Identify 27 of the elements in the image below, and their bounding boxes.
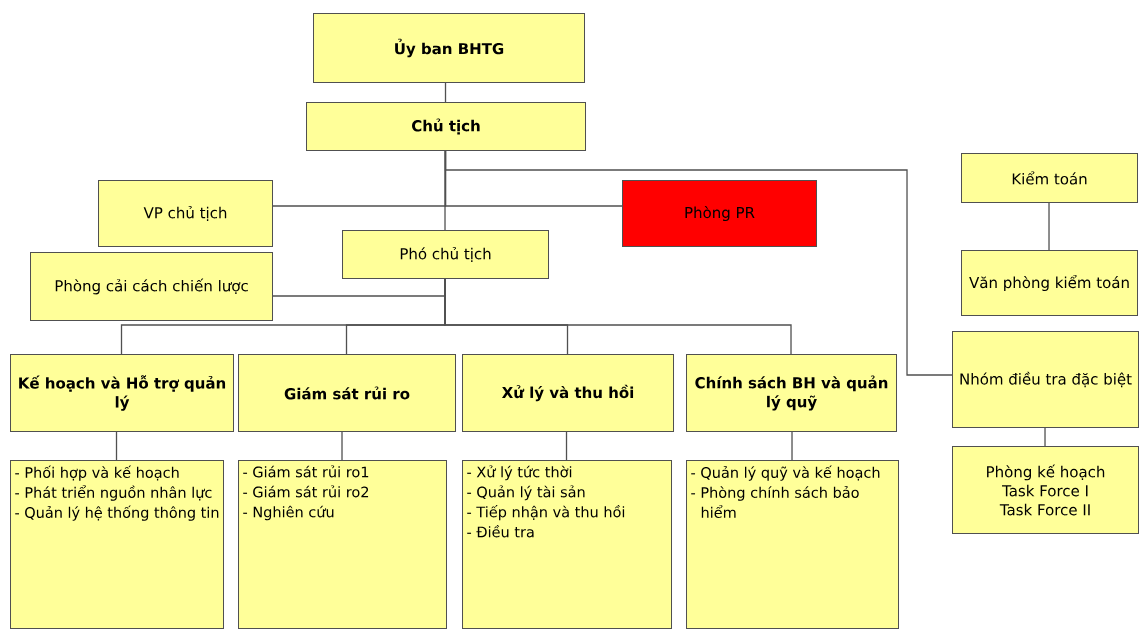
connector-line [444, 149, 446, 231]
org-box: Phòng cải cách chiến lược [30, 252, 273, 321]
org-box: Phó chủ tịch [342, 230, 549, 279]
connector-line [565, 430, 568, 461]
connector-line [444, 81, 447, 103]
org-box: Giám sát rủi ro [238, 354, 456, 432]
org-box: Văn phòng kiểm toán [961, 250, 1138, 316]
org-box: Chủ tịch [306, 102, 586, 151]
list-box: - Phối hợp và kế hoạch - Phát triển nguồn nhân lực - Quản lý hệ thống thông tin [10, 460, 224, 629]
list-box: - Xử lý tức thời - Quản lý tài sản - Tiếp nhận và thu hồi - Điều tra [462, 460, 672, 629]
org-box: Xử lý và thu hồi [462, 354, 674, 432]
org-box: Phòng PR [622, 180, 817, 247]
connector-line [791, 430, 793, 461]
org-box: Ủy ban BHTG [313, 13, 585, 83]
org-box: Chính sách BH và quản lý quỹ [686, 354, 897, 432]
connector-line [341, 430, 343, 461]
connector-line [1044, 426, 1046, 447]
org-box: Nhóm điều tra đặc biệt [952, 331, 1139, 428]
list-box: - Giám sát rủi ro1 - Giám sát rủi ro2 - Nghiên cứu [238, 460, 447, 629]
org-box: Kiểm toán [961, 153, 1138, 203]
org-box: Kế hoạch và Hỗ trợ quản lý [10, 354, 234, 432]
org-box: Phòng kế hoạch Task Force I Task Force II [952, 446, 1139, 534]
connector-line [115, 430, 118, 461]
connector-line [444, 149, 953, 376]
org-box: VP chủ tịch [98, 180, 273, 247]
list-box: - Quản lý quỹ và kế hoạch - Phòng chính sách bảo hiểm [686, 460, 899, 629]
connector-line [1048, 201, 1050, 251]
